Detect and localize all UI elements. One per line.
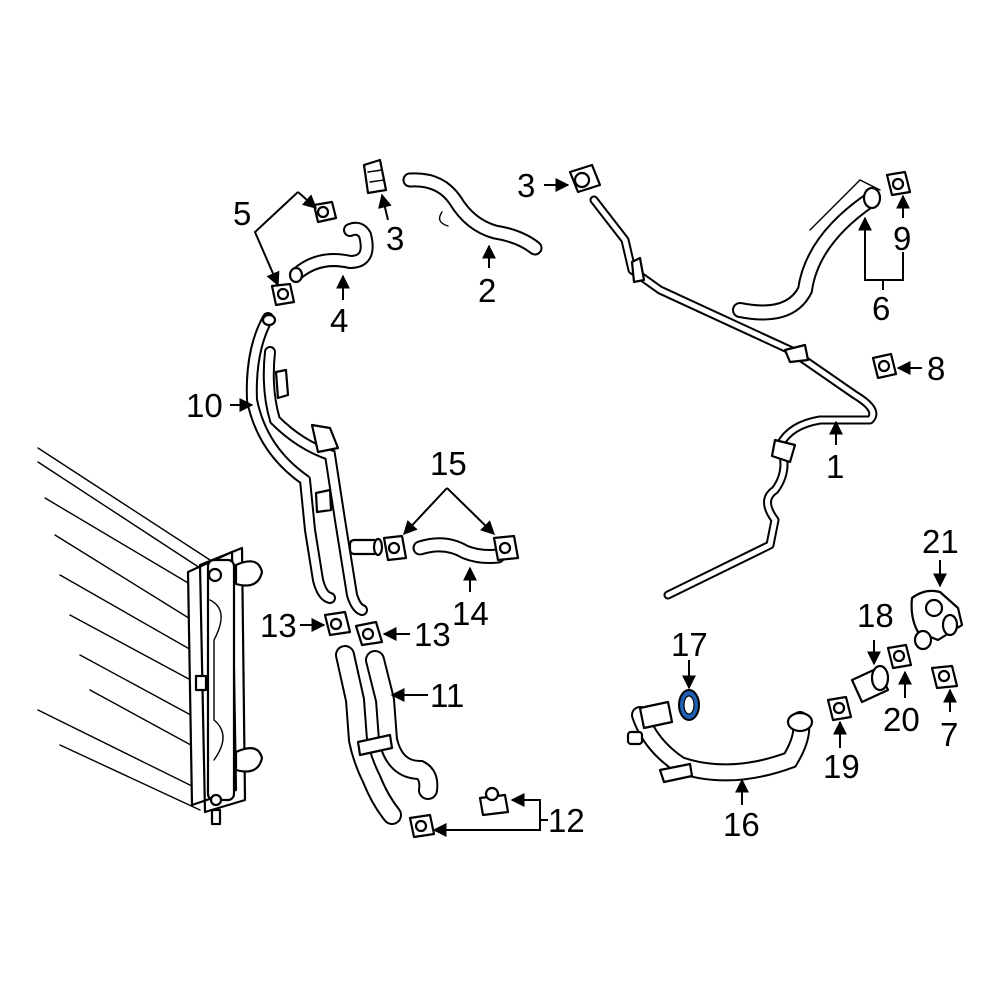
hose-14[interactable] xyxy=(412,537,506,564)
hose-clamp-19[interactable] xyxy=(826,695,853,722)
callout-8[interactable]: 8 xyxy=(927,350,945,387)
coolant-pipe-1[interactable] xyxy=(589,195,878,600)
thermostat-housing-21[interactable] xyxy=(910,589,964,651)
hose-clamp-9[interactable] xyxy=(885,170,912,197)
hose-clamp-7[interactable] xyxy=(930,664,959,690)
hose-clamp-5-lower[interactable] xyxy=(270,282,296,307)
hose-clamp-3-upper[interactable] xyxy=(362,158,388,195)
hose-clamp-12-upper[interactable] xyxy=(478,786,510,817)
radiator xyxy=(37,447,264,826)
hose-clamp-13-right[interactable] xyxy=(354,620,384,647)
callout-1[interactable]: 1 xyxy=(826,448,844,485)
callout-19[interactable]: 19 xyxy=(823,748,860,785)
callout-16[interactable]: 16 xyxy=(723,806,760,843)
callout-2[interactable]: 2 xyxy=(478,272,496,309)
callout-14[interactable]: 14 xyxy=(452,595,489,632)
hose-2[interactable] xyxy=(402,172,543,256)
callout-17[interactable]: 17 xyxy=(671,626,708,663)
coolant-pipe-16[interactable] xyxy=(626,700,814,784)
hose-clamp-15-left[interactable] xyxy=(382,534,408,562)
hose-clamp-3-right[interactable] xyxy=(568,163,602,194)
callout-15[interactable]: 15 xyxy=(430,445,467,482)
callout-21[interactable]: 21 xyxy=(922,523,959,560)
callout-labels: 1 2 3 3 4 5 6 7 8 9 10 11 12 13 13 14 15… xyxy=(186,167,959,843)
hose-11[interactable] xyxy=(335,645,439,825)
hose-clamp-15-right[interactable] xyxy=(492,534,520,562)
hose-4[interactable] xyxy=(288,221,374,284)
callout-3-upper[interactable]: 3 xyxy=(386,220,404,257)
hose-6[interactable] xyxy=(732,179,882,321)
callout-12[interactable]: 12 xyxy=(548,802,585,839)
hose-clamp-12-lower[interactable] xyxy=(408,813,436,839)
callout-11[interactable]: 11 xyxy=(430,677,464,714)
callout-4[interactable]: 4 xyxy=(330,302,348,339)
callout-6[interactable]: 6 xyxy=(872,290,890,327)
callout-13-right[interactable]: 13 xyxy=(414,616,451,653)
connector-hose-18[interactable] xyxy=(850,664,890,704)
callout-7[interactable]: 7 xyxy=(940,716,958,753)
callout-5[interactable]: 5 xyxy=(233,195,251,232)
leader-lines xyxy=(230,178,957,837)
callout-13-left[interactable]: 13 xyxy=(260,607,297,644)
callout-3-right[interactable]: 3 xyxy=(517,167,535,204)
callout-18[interactable]: 18 xyxy=(857,597,894,634)
hose-clamp-5-upper[interactable] xyxy=(312,200,338,224)
hose-stub-15[interactable] xyxy=(348,537,384,557)
seal-ring-17[interactable] xyxy=(678,689,700,721)
callout-20[interactable]: 20 xyxy=(883,701,920,738)
hose-clamp-8[interactable] xyxy=(871,352,898,380)
callout-9[interactable]: 9 xyxy=(893,220,911,257)
hose-clamp-13-left[interactable] xyxy=(323,610,352,637)
hose-clamp-20[interactable] xyxy=(886,643,913,670)
callout-10[interactable]: 10 xyxy=(186,387,223,424)
coolant-pipe-10[interactable] xyxy=(245,312,368,616)
